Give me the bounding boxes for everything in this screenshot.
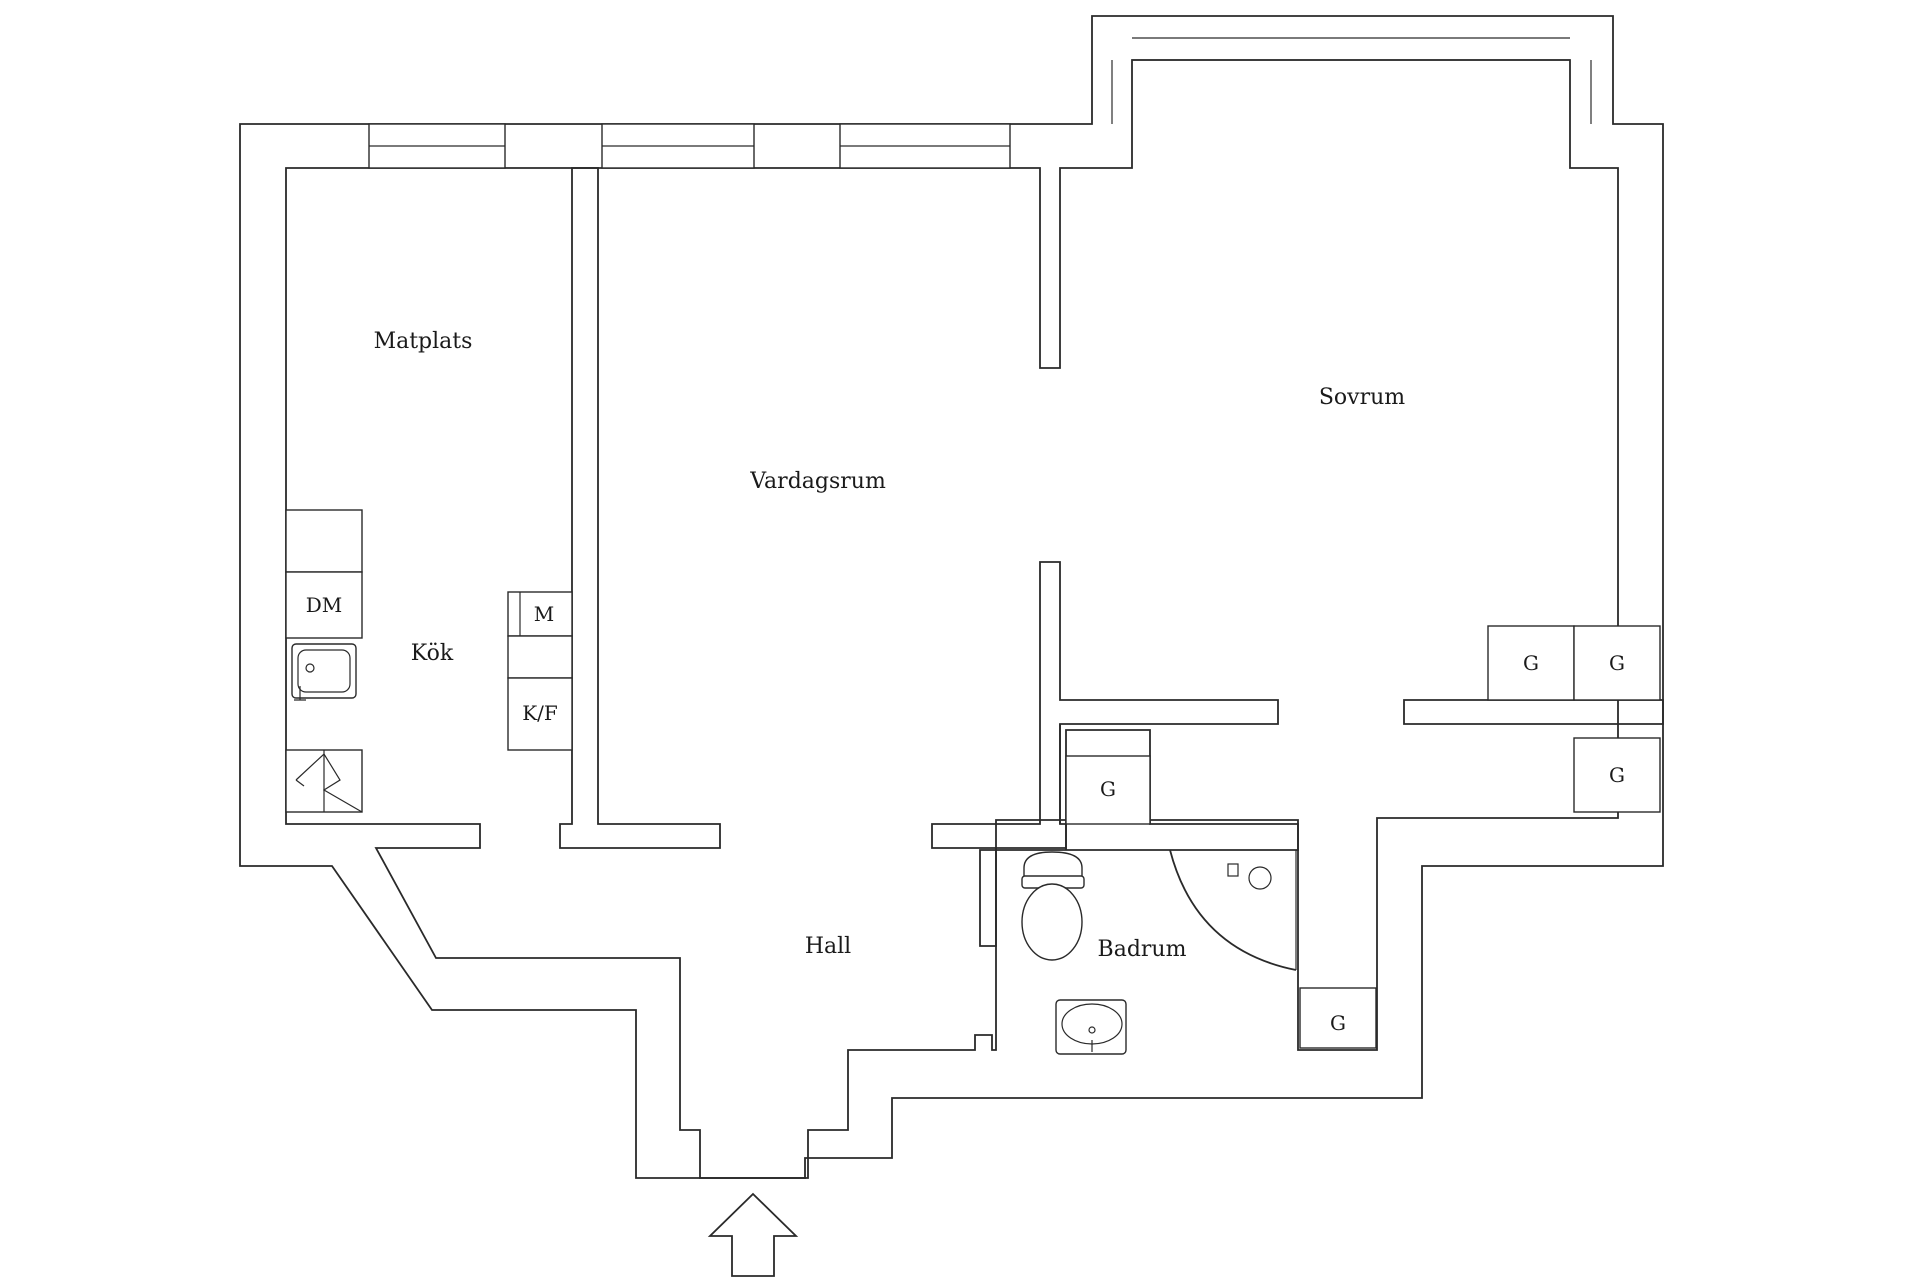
washbasin-icon — [1055, 999, 1127, 1055]
wardrobe-label-1: G — [1523, 651, 1539, 675]
room-label-matplats: Matplats — [374, 329, 473, 354]
wardrobes: G G G G G — [1065, 625, 1661, 1049]
kitchen-fixtures: DM M K/F — [285, 509, 573, 813]
outer-walls — [239, 15, 1664, 1179]
dishwasher-label: DM — [306, 593, 343, 617]
room-label-sovrum: Sovrum — [1319, 385, 1405, 410]
dishwasher — [285, 571, 363, 639]
toilet-icon — [1021, 851, 1085, 961]
wardrobe-3 — [1573, 737, 1661, 813]
shower-icon — [1169, 849, 1297, 971]
wardrobe-label-3: G — [1609, 763, 1625, 787]
room-label-vardagsrum: Vardagsrum — [749, 469, 886, 494]
stove-icon — [285, 749, 363, 813]
windows — [368, 37, 1592, 169]
interior-walls — [559, 167, 1664, 947]
kitchen-sink-icon — [291, 643, 357, 701]
wardrobe-label-4: G — [1100, 777, 1116, 801]
wardrobe-label-2: G — [1609, 651, 1625, 675]
room-label-badrum: Badrum — [1098, 937, 1187, 962]
fridge-freezer — [507, 677, 573, 751]
fridge-freezer-label: K/F — [522, 701, 558, 725]
wardrobe-label-5: G — [1330, 1011, 1346, 1035]
wardrobe-5 — [1299, 987, 1377, 1049]
bathroom-fixtures — [1021, 849, 1297, 1055]
microwave — [507, 591, 573, 637]
microwave-label: M — [534, 602, 554, 626]
wardrobe-4 — [1065, 755, 1151, 825]
entrance-arrow-icon — [707, 1192, 799, 1277]
room-label-hall: Hall — [805, 934, 851, 959]
room-label-kok: Kök — [411, 641, 454, 666]
wardrobe-2 — [1573, 625, 1661, 701]
room-labels: Matplats Vardagsrum Sovrum Kök Hall Badr… — [374, 329, 1406, 962]
